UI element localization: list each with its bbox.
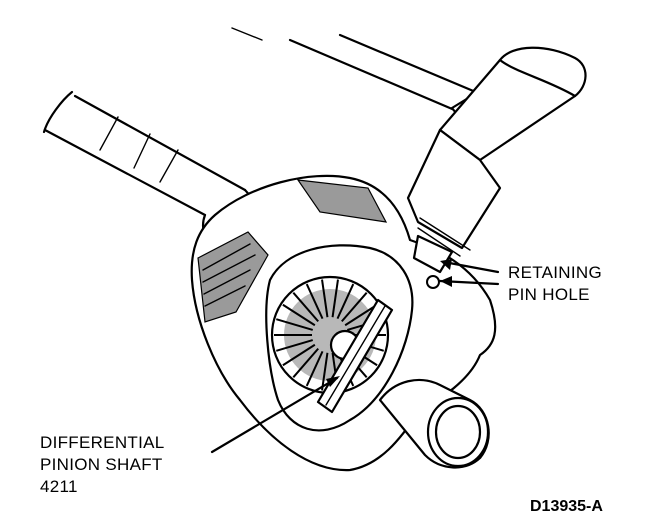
retaining-pin-label-line2: PIN HOLE (508, 285, 590, 304)
pinion-shaft-label-line2: PINION SHAFT (40, 455, 163, 474)
pinion-shaft-label-line3: 4211 (40, 477, 78, 496)
side-gear-tooth (292, 292, 319, 323)
side-gear-tooth (292, 347, 319, 378)
side-gear-tooth (344, 303, 378, 327)
side-gear-tooth (275, 318, 314, 331)
tool-shaft-rear (231, 27, 492, 122)
side-gear-tooth (331, 279, 339, 318)
flange-tube (378, 378, 490, 469)
side-gear-tooth (305, 283, 324, 320)
side-gear-tooth (321, 352, 329, 391)
retaining-pin-leader (438, 259, 500, 287)
retaining-pin-label-line1: RETAINING (508, 263, 602, 282)
pinion-shaft-label-line1: DIFFERENTIAL (40, 433, 165, 452)
side-gear-tooth (282, 343, 316, 367)
side-gear-tooth (341, 292, 368, 323)
side-gear-tooth (336, 283, 355, 320)
ring-gear-teeth (202, 243, 256, 307)
pinion-shaft (316, 298, 394, 414)
figure-id: D13935-A (530, 498, 603, 515)
side-gear-tooth (321, 279, 329, 318)
pinion-shaft-leader (210, 376, 340, 454)
side-gear-tooth (282, 303, 316, 327)
retaining-pin-hole (426, 275, 440, 289)
drift-punch (406, 46, 587, 274)
side-gear-tooth (275, 339, 314, 352)
side-gear-tooth (305, 350, 324, 387)
